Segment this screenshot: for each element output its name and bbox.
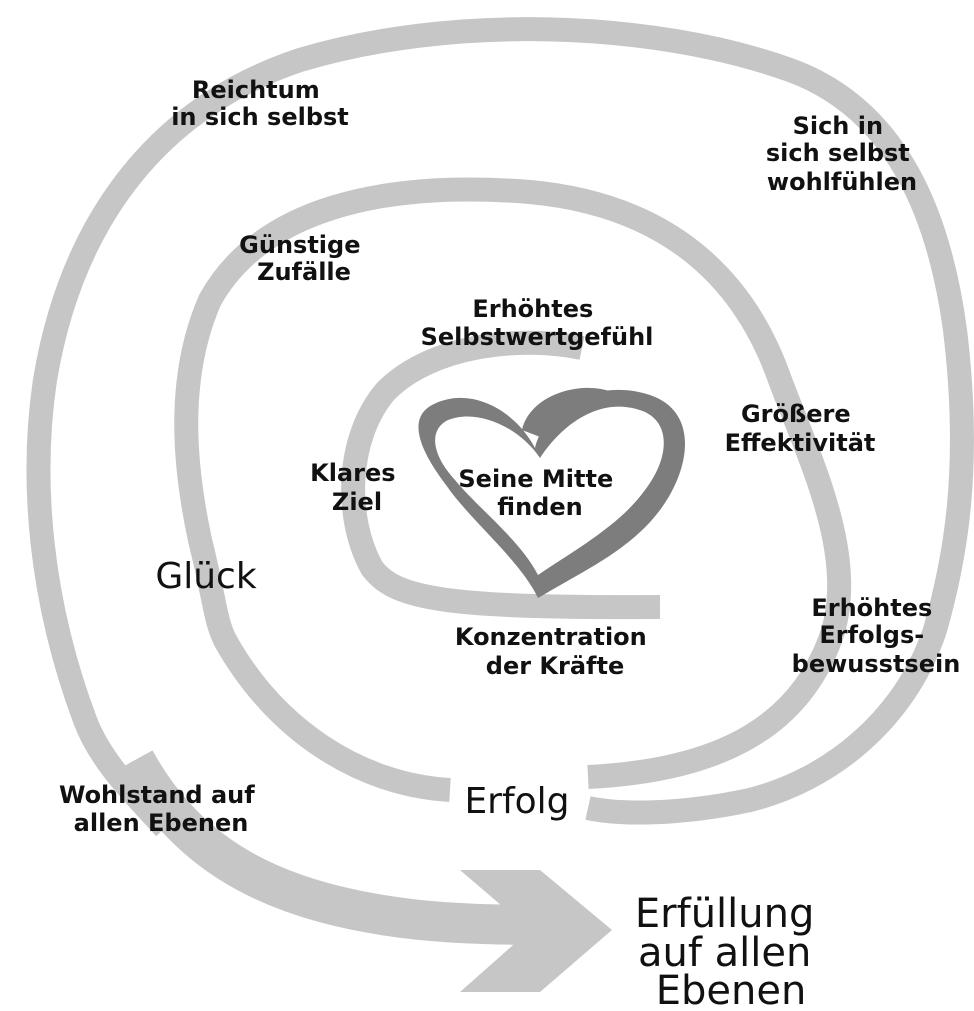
- inner-spiral-ring: [341, 330, 661, 620]
- label-wohlstand-auf-allen-ebenen: Wohlstand auf allen Ebenen: [59, 781, 263, 837]
- heart-icon: [418, 387, 685, 598]
- labels: Seine Mitte finden Erhöhtes Selbstwertge…: [59, 76, 960, 1011]
- label-guenstige-zufaelle: Günstige Zufälle: [239, 231, 369, 286]
- spiral-arrowhead: [460, 870, 612, 992]
- middle-spiral-ring: [174, 177, 852, 802]
- label-erhoehtes-selbstwertgefuehl: Erhöhtes Selbstwertgefühl: [421, 295, 654, 351]
- label-reichtum-in-sich-selbst: Reichtum in sich selbst: [171, 76, 349, 131]
- label-erfuellung-auf-allen-ebenen: Erfüllung auf allen Ebenen: [635, 891, 827, 1011]
- outer-spiral-ring: [26, 17, 974, 837]
- label-klares-ziel: Klares Ziel: [310, 459, 404, 516]
- label-erfolg: Erfolg: [464, 781, 569, 822]
- label-erhoehtes-erfolgsbewusstsein: Erhöhtes Erfolgs- bewusstsein: [792, 594, 961, 678]
- heart-top-curl: [522, 387, 612, 440]
- label-glueck: Glück: [155, 556, 257, 597]
- label-groessere-effektivitaet: Größere Effektivität: [725, 400, 876, 457]
- spiral-tail: [117, 750, 561, 945]
- label-konzentration-der-kraefte: Konzentration der Kräfte: [455, 623, 655, 680]
- center-label: Seine Mitte finden: [458, 465, 621, 521]
- heart-outline: [418, 389, 685, 598]
- spiral: [26, 17, 974, 945]
- label-sich-in-sich-selbst-wohlfuehlen: Sich in sich selbst wohlfühlen: [766, 112, 918, 196]
